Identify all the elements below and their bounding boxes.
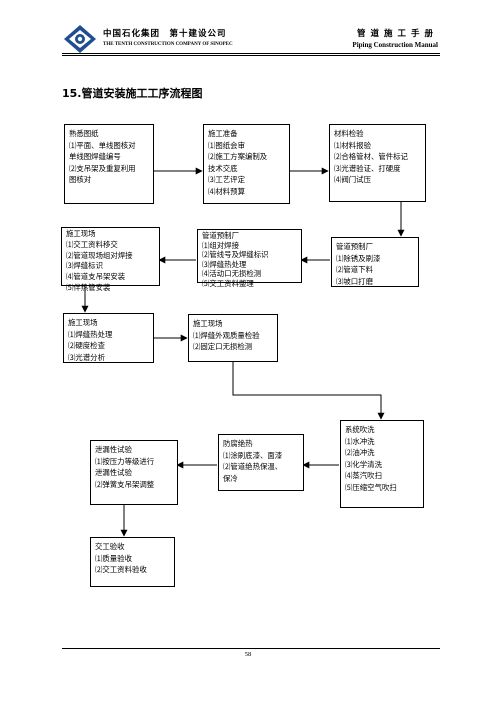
step-item: ⑴水冲洗 <box>345 436 375 446</box>
step-title: 施工现场 <box>66 229 96 238</box>
step-item: ⑷材料预算 <box>208 186 245 196</box>
step-item: ⑵施工方案编制及 <box>208 152 268 162</box>
manual-title-en: Piping Construction Manual <box>352 41 438 49</box>
step-item: ⑴焊缝外观质量检验 <box>193 330 260 340</box>
step-item: ⑸伴热管安装 <box>66 282 111 292</box>
step-item: ⑶坡口打磨 <box>336 276 373 286</box>
step-item: ⑷阀门试压 <box>334 175 371 185</box>
step-site-installation: 施工现场 ⑴交工资料移交 ⑵管道现场组对焊接 ⑶焊缝标识 ⑷管道支吊架安装 ⑸伴… <box>61 227 160 292</box>
step-item: ⑶光谱分析 <box>68 352 105 362</box>
company-name-cn: 中国石化集团 第十建设公司 <box>103 29 227 39</box>
step-item: ⑸压缩空气吹扫 <box>345 482 397 492</box>
step-item: ⑶化学清洗 <box>345 459 382 469</box>
step-item: ⑴焊缝热处理 <box>68 329 113 339</box>
step-item: 保冷 <box>223 473 238 483</box>
step-item: ⑴图纸会审 <box>208 140 245 150</box>
step-item: ⑴组对焊接 <box>202 240 239 250</box>
step-item: ⑶焊缝热处理 <box>202 259 247 269</box>
step-item: ⑵油冲洗 <box>345 448 375 458</box>
step-leak-test: 泄漏性试验 ⑴按压力等级进行 泄漏性试验 ⑵弹簧支吊架调整 <box>90 440 178 505</box>
step-item: ⑴交工资料移交 <box>66 239 118 249</box>
company-logo <box>64 25 96 53</box>
step-title: 防腐绝热 <box>223 439 253 448</box>
step-item: 泄漏性试验 <box>95 468 132 478</box>
header-rule <box>62 53 440 54</box>
step-item: ⑴除锈及刷漆 <box>336 253 381 263</box>
step-item: ⑵弹簧支吊架调整 <box>95 479 155 489</box>
step-title: 施工现场 <box>193 319 223 328</box>
step-site-weld-inspection: 施工现场 ⑴焊缝外观质量检验 ⑵固定口无损检测 <box>188 314 278 362</box>
step-system-flushing: 系统吹洗 ⑴水冲洗 ⑵油冲洗 ⑶化学清洗 ⑷蒸汽吹扫 ⑸压缩空气吹扫 <box>340 420 424 508</box>
step-item: ⑴平面、单线图核对 <box>69 140 136 150</box>
step-item: ⑸交工资料整理 <box>202 278 254 288</box>
step-item: ⑵合格管材、管件标记 <box>334 152 408 162</box>
step-item: ⑴材料报验 <box>334 140 371 150</box>
step-handover-acceptance: 交工验收 ⑴质量验收 ⑵交工资料验收 <box>90 537 175 587</box>
step-site-heat-treatment: 施工现场 ⑴焊缝热处理 ⑵硬度检查 ⑶光谱分析 <box>63 313 154 363</box>
page-number: 58 <box>244 651 252 658</box>
step-item: ⑴按压力等级进行 <box>95 456 155 466</box>
step-item: ⑵固定口无损检测 <box>193 342 253 352</box>
step-title: 管道预制厂 <box>202 231 239 240</box>
company-name-en: THE TENTH CONSTRUCTION COMPANY OF SINOPE… <box>103 42 233 47</box>
step-title: 施工现场 <box>68 318 98 327</box>
step-title: 交工验收 <box>95 542 125 551</box>
step-item: 图核对 <box>69 175 92 185</box>
step-title: 材料检验 <box>334 129 364 138</box>
step-prefab-shop-cutting: 管道预制厂 ⑴除锈及刷漆 ⑵管道下料 ⑶坡口打磨 <box>331 237 419 287</box>
header-rule-thin <box>62 55 440 56</box>
step-item: ⑵管道下料 <box>336 265 373 275</box>
step-item: ⑶光谱验证、打硬度 <box>334 163 401 173</box>
step-item: ⑷管道支吊架安装 <box>66 272 126 282</box>
step-familiarize-drawings: 熟悉图纸 ⑴平面、单线图核对 单线图焊缝编号 ⑵支吊架及重复利用 图核对 <box>64 124 154 204</box>
step-item: ⑴质量验收 <box>95 553 132 563</box>
step-item: ⑵管道现场组对焊接 <box>66 250 133 260</box>
step-item: ⑷活动口无损检测 <box>202 269 262 279</box>
manual-title-cn: 管道施工手册 <box>356 29 438 39</box>
step-item: ⑵支吊架及重复利用 <box>69 163 136 173</box>
step-prefab-shop-welding: 管道预制厂 ⑴组对焊接 ⑵管线号及焊缝标识 ⑶焊缝热处理 ⑷活动口无损检测 ⑸交… <box>197 229 302 288</box>
step-item: ⑵管道绝热保温、 <box>223 462 283 472</box>
step-item: 单线图焊缝编号 <box>69 152 121 162</box>
step-title: 系统吹洗 <box>345 425 375 434</box>
step-title: 熟悉图纸 <box>69 129 99 138</box>
step-item: ⑵交工资料验收 <box>95 565 147 575</box>
step-item: ⑵管线号及焊缝标识 <box>202 250 269 260</box>
step-material-inspection: 材料检验 ⑴材料报验 ⑵合格管材、管件标记 ⑶光谱验证、打硬度 ⑷阀门试压 <box>329 124 426 202</box>
step-title: 施工准备 <box>208 129 238 138</box>
step-item: ⑵硬度检查 <box>68 341 105 351</box>
step-anticorrosion-insulation: 防腐绝热 ⑴涂刷底漆、面漆 ⑵管道绝热保温、 保冷 <box>218 434 304 491</box>
step-title: 泄漏性试验 <box>95 445 132 454</box>
step-item: ⑴涂刷底漆、面漆 <box>223 450 283 460</box>
step-item: ⑷蒸汽吹扫 <box>345 471 382 481</box>
step-item: ⑶工艺评定 <box>208 175 245 185</box>
step-construction-preparation: 施工准备 ⑴图纸会审 ⑵施工方案编制及 技术交底 ⑶工艺评定 ⑷材料预算 <box>203 124 290 204</box>
step-item: 技术交底 <box>208 163 238 173</box>
step-item: ⑶焊缝标识 <box>66 261 103 271</box>
step-title: 管道预制厂 <box>336 242 373 251</box>
page-title: 15.管道安装施工工序流程图 <box>62 87 203 100</box>
footer-rule <box>62 648 440 649</box>
